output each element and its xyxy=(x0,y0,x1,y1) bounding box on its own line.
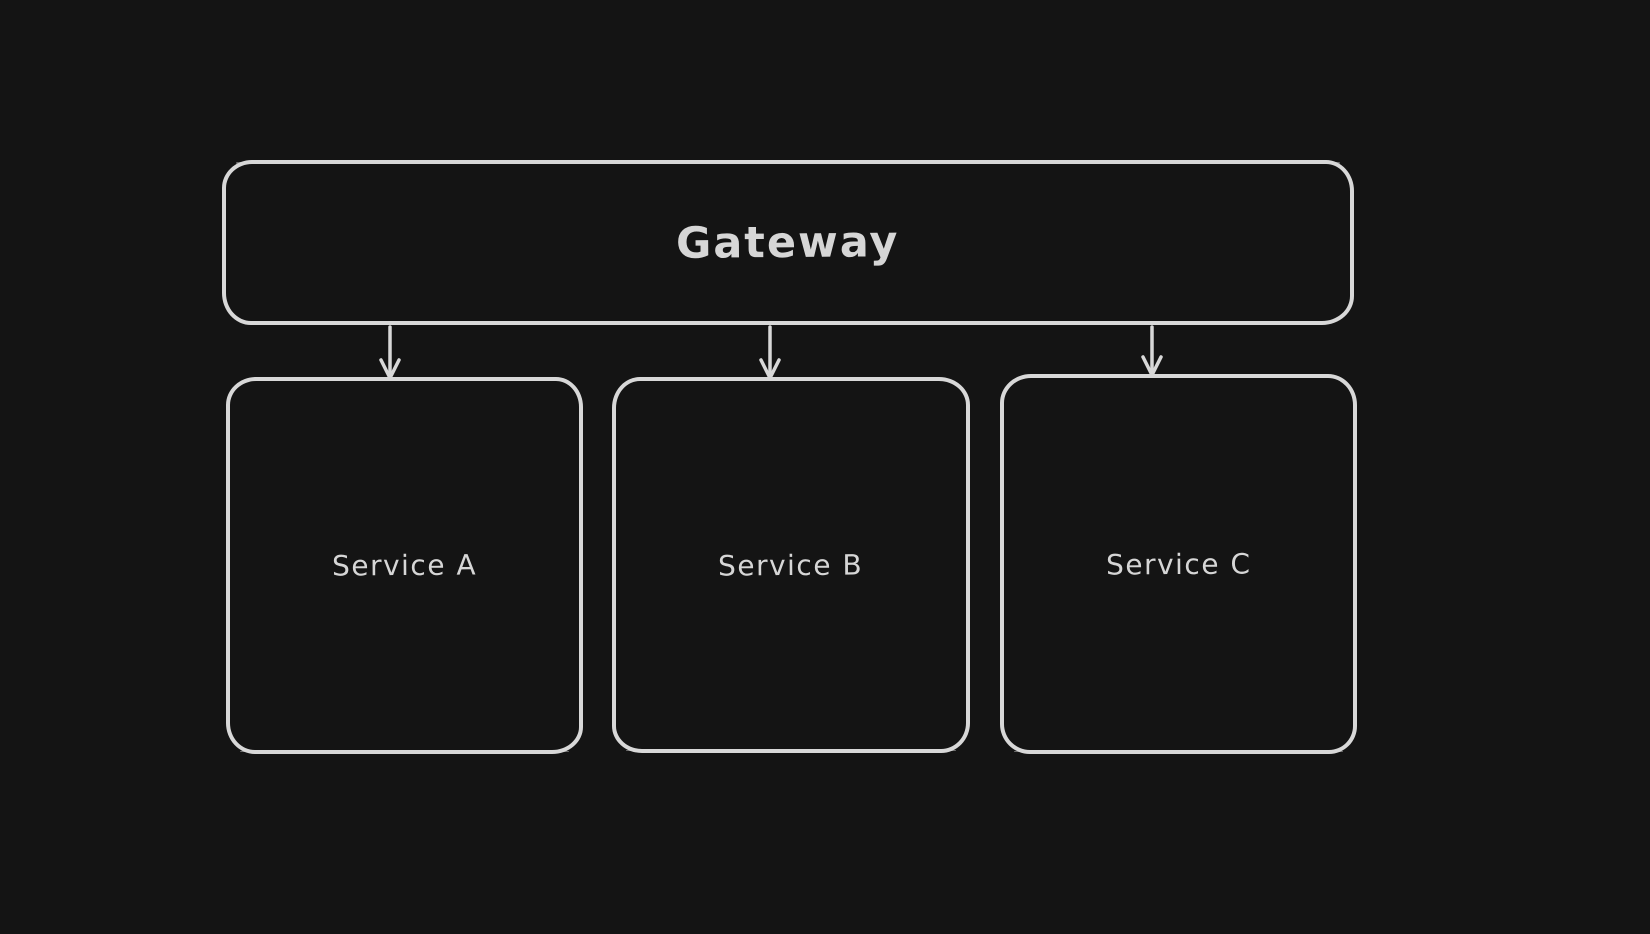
service-b-label: Service B xyxy=(718,547,864,583)
service-c-label: Service C xyxy=(1105,546,1252,582)
gateway-node: Gateway xyxy=(222,160,1354,325)
service-c-node: Service C xyxy=(1000,374,1357,754)
gateway-label: Gateway xyxy=(676,216,900,269)
arrow-gateway-to-service-c xyxy=(1141,325,1163,377)
service-a-label: Service A xyxy=(331,548,478,583)
service-a-node: Service A xyxy=(226,377,583,754)
arrow-gateway-to-service-b xyxy=(759,325,781,380)
service-b-node: Service B xyxy=(612,377,970,753)
arrow-gateway-to-service-a xyxy=(379,325,401,380)
